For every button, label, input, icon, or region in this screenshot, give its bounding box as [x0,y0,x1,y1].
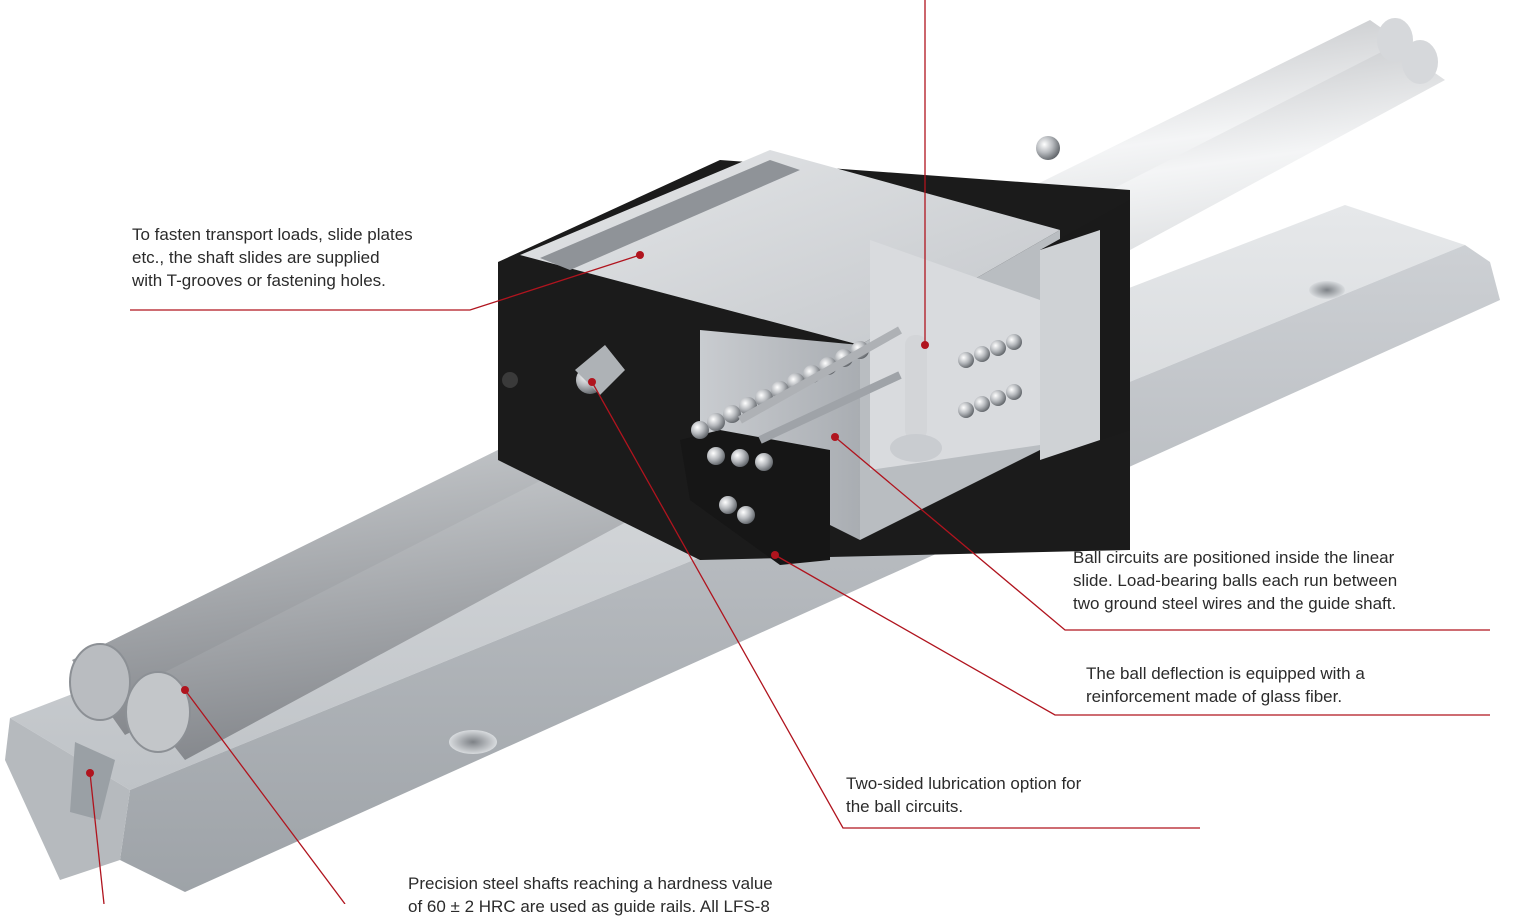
annotation-line: etc., the shaft slides are supplied [132,248,380,267]
annotation-deflection: The ball deflection is equipped with a r… [1086,662,1365,708]
annotation-line: two ground steel wires and the guide sha… [1073,594,1397,613]
rail-hole [1309,281,1345,299]
annotation-line: The ball deflection is equipped with a [1086,664,1365,683]
annotation-shafts: Precision steel shafts reaching a hardne… [408,872,773,918]
annotation-fastening: To fasten transport loads, slide plates … [132,223,413,292]
annotation-line: To fasten transport loads, slide plates [132,225,413,244]
slide-screw [905,335,927,440]
slide-end-face [1040,230,1100,460]
shaft-rear-end [69,643,131,721]
annotation-line: with T-grooves or fastening holes. [132,271,386,290]
annotation-lubrication: Two-sided lubrication option for the bal… [846,772,1081,818]
annotation-ball-circuits: Ball circuits are positioned inside the … [1073,546,1397,615]
lubrication-nipple-rear [1036,136,1060,160]
leader-lines [86,0,1490,904]
annotation-line: of 60 ± 2 HRC are used as guide rails. A… [408,897,770,916]
rail-hole [449,730,497,754]
rail-end-face [5,718,130,880]
annotation-line: Ball circuits are positioned inside the … [1073,548,1395,567]
leader-line-shafts [184,689,346,904]
leader-line-rail [89,772,105,904]
leader-line-deflection [774,554,1490,716]
leader-line-ball-circuits [834,436,1490,631]
annotation-line: reinforcement made of glass fiber. [1086,687,1343,706]
ball-circuit [691,326,1022,524]
shaft-front-end [125,671,191,753]
leader-line-fastening [130,254,641,311]
slide-t-groove [540,160,800,270]
annotation-line: slide. Load-bearing balls each run betwe… [1073,571,1398,590]
annotation-line: Two-sided lubrication option for [846,774,1082,793]
annotation-line: Precision steel shafts reaching a hardne… [408,874,773,893]
annotation-line: the ball circuits. [846,797,964,816]
rail-groove [70,742,115,820]
linear-slide [498,136,1130,565]
leader-line-lubrication [591,381,1200,829]
rail-front-face [120,245,1500,892]
